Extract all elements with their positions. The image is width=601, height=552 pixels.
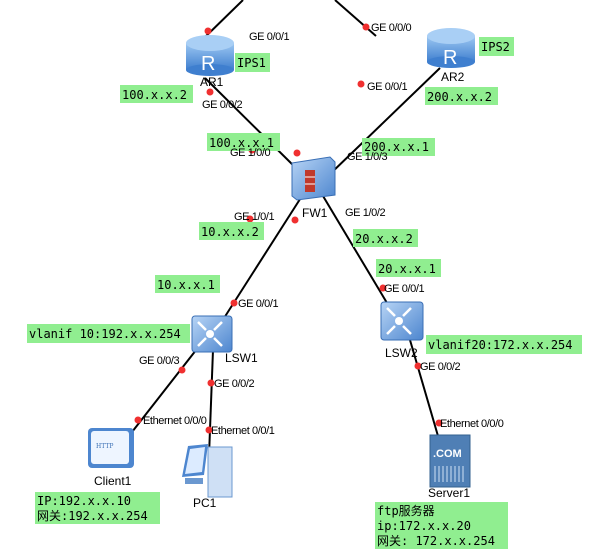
note-lsw1-ip: 10.x.x.1 [157,278,215,292]
port-label: GE 0/0/1 [367,81,407,93]
port-label: Ethernet 0/0/0 [143,415,207,427]
port-dot [293,149,301,157]
port-label: GE 0/0/2 [214,378,254,390]
svg-text:.COM: .COM [433,448,462,460]
port-label: GE 0/0/2 [202,99,242,111]
port-labels: GE 0/0/1 GE 0/0/0 GE 0/0/2 GE 0/0/1 GE 1… [139,22,504,437]
port-label: GE 1/0/1 [234,211,274,223]
notes: IPS1 IPS2 100.x.x.2 200.x.x.2 100.x.x.1 … [27,37,582,549]
note-ar2-ip: 200.x.x.2 [427,90,492,104]
link-ar2-fw1[interactable] [327,67,441,177]
firewall-icon [291,156,336,201]
svg-text:HTTP: HTTP [96,443,113,450]
note-fw1-ar2-ip: 200.x.x.1 [364,140,429,154]
note-fw1-lsw2-ip: 20.x.x.2 [355,232,413,246]
link-ar1-uplink[interactable] [199,0,244,43]
switch-icon [191,315,233,353]
links [131,0,446,461]
device-lsw2[interactable]: LSW2 [380,301,424,360]
port-dot [134,416,142,424]
note-client1-gateway: 网关:192.x.x.254 [37,509,148,523]
port-dot [246,215,254,223]
svg-text:R: R [443,47,457,69]
note-ips2: IPS2 [481,40,510,54]
server-icon: .COM [429,434,471,488]
port-label: GE 0/0/3 [139,355,179,367]
note-server1-ip: ip:172.x.x.20 [377,519,471,533]
device-label: LSW1 [225,351,258,365]
port-label: Ethernet 0/0/1 [211,425,275,437]
device-server1[interactable]: .COM Server1 [428,434,471,500]
port-dot [379,284,387,292]
port-dot [357,80,365,88]
link-lsw1-pc1[interactable] [208,349,214,457]
port-label: GE 0/0/1 [249,31,289,43]
pc-icon [182,444,233,498]
device-label: AR1 [200,75,224,89]
device-label: AR2 [441,70,465,84]
port-label: GE 0/0/0 [371,22,411,34]
device-label: PC1 [193,496,217,510]
device-label: FW1 [302,206,328,220]
device-fw1[interactable]: FW1 [291,156,336,220]
port-dot [435,419,443,427]
note-fw1-lsw1-ip: 10.x.x.2 [201,225,259,239]
device-label: Client1 [94,474,132,488]
port-dots [134,23,443,434]
router-icon: R [186,35,234,76]
http-client-icon: HTTP [88,428,134,468]
note-lsw1-vlanif: vlanif 10:192.x.x.254 [29,327,181,341]
link-ar2-uplink[interactable] [334,0,377,37]
note-server1-gateway: 网关: 172.x.x.254 [377,534,495,548]
port-label: GE 0/0/1 [384,283,424,295]
port-dot [205,426,213,434]
port-label: GE 0/0/2 [420,361,460,373]
switch-icon [380,301,424,341]
port-label: GE 0/0/1 [238,298,278,310]
note-lsw2-ip: 20.x.x.1 [378,262,436,276]
svg-text:R: R [201,53,215,75]
device-pc1[interactable]: PC1 [182,444,233,510]
port-label: GE 1/0/0 [230,147,270,159]
note-fw1-ar1-ip: 100.x.x.1 [209,136,274,150]
link-ar1-fw1[interactable] [204,77,301,173]
note-lsw2-vlanif: vlanif20:172.x.x.254 [428,338,573,352]
device-ar2[interactable]: R AR2 [427,28,475,84]
device-client1[interactable]: HTTP Client1 [88,428,134,488]
port-label: GE 1/0/2 [345,207,385,219]
port-label: Ethernet 0/0/0 [440,418,504,430]
note-ips1: IPS1 [237,56,266,70]
device-ar1[interactable]: R AR1 [186,35,234,89]
port-dot [178,366,186,374]
router-icon: R [427,28,475,69]
note-ar1-ip: 100.x.x.2 [122,88,187,102]
port-label: GE 1/0/3 [347,151,387,163]
port-dot [230,299,238,307]
device-label: LSW2 [385,346,418,360]
note-client1-ip: IP:192.x.x.10 [37,494,131,508]
port-dot [291,216,299,224]
device-label: Server1 [428,486,470,500]
device-lsw1[interactable]: LSW1 [191,315,258,365]
link-fw1-lsw2[interactable] [322,195,397,319]
note-server1-role: ftp服务器 [377,503,435,518]
port-dot [204,27,212,35]
link-lsw1-client1[interactable] [131,344,201,433]
port-dot [207,379,215,387]
port-dot [362,23,370,31]
port-dot [414,362,422,370]
port-dot [206,88,214,96]
